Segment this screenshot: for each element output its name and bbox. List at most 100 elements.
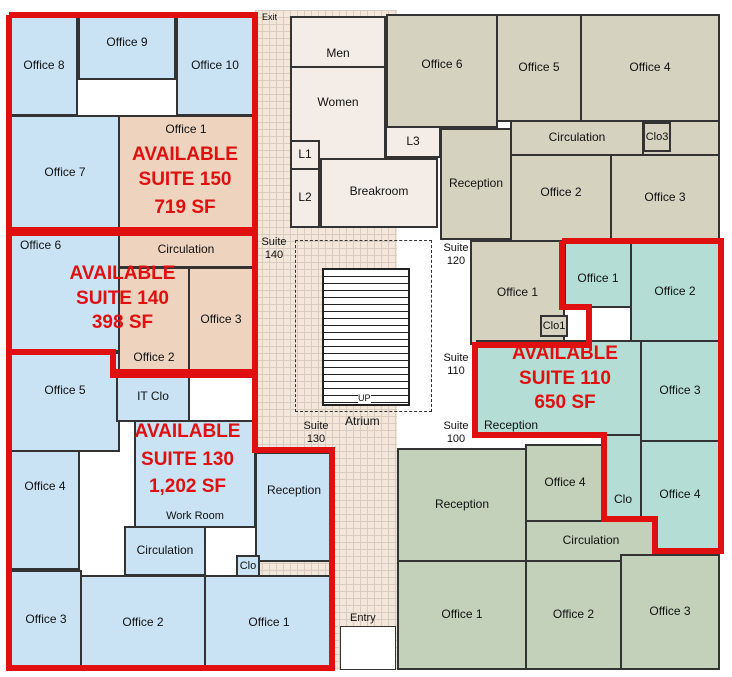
room[interactable]: Office 2 [118, 267, 190, 372]
room-label: Clo [239, 559, 257, 572]
mens-restroom[interactable]: Men [290, 16, 386, 68]
suite-130-entry-label: Suite 130 [303, 420, 329, 445]
room[interactable]: Office 3 [610, 154, 720, 242]
entry-door[interactable] [340, 626, 396, 670]
room-label: Circulation [548, 130, 606, 145]
room[interactable]: Office 3 [640, 340, 720, 442]
room-label: Office 1 [577, 271, 619, 285]
available-label: AVAILABLE [134, 421, 241, 442]
room-label: Reception [448, 176, 504, 191]
breakroom[interactable]: Breakroom [320, 158, 438, 228]
room-label: Reception [484, 417, 539, 432]
suite-110-entry-label: Suite 110 [443, 352, 469, 377]
room[interactable]: Work Room [134, 420, 256, 528]
suite-150-callout: AVAILABLE SUITE 150 719 SF [130, 143, 240, 221]
room[interactable]: Office 3 [620, 554, 720, 670]
available-label: AVAILABLE [69, 263, 176, 284]
suite-area: 1,202 SF [148, 476, 227, 498]
room-label: Office 8 [23, 58, 65, 73]
room-label: Circulation [157, 242, 215, 257]
room-label: L1 [298, 147, 312, 162]
room[interactable]: Office 4 [525, 444, 605, 522]
suite-140-callout: AVAILABLE SUITE 140 398 SF [60, 262, 185, 336]
suite-name: SUITE 150 [138, 168, 232, 190]
room-label: Women [317, 95, 359, 109]
room[interactable]: Office 4 [10, 450, 80, 570]
suite-130-outline [6, 349, 335, 671]
staircase[interactable] [322, 268, 410, 406]
room-label: Office 2 [122, 614, 164, 629]
room-label: Office 3 [200, 311, 242, 326]
room-label: Office 3 [659, 383, 701, 398]
room-label: Office 2 [654, 284, 696, 299]
room-label: Clo [613, 491, 632, 506]
room[interactable]: Clo [236, 555, 260, 577]
atrium-stair-outline [295, 240, 432, 412]
room-label: Office 1 [165, 122, 207, 136]
room-label: Office 5 [518, 60, 560, 75]
suite-140-entry-label: Suite 140 [261, 236, 287, 261]
room-label: Office 4 [24, 479, 66, 493]
room[interactable]: Office 4 [580, 14, 720, 122]
atrium-label: Atrium [345, 414, 380, 428]
room-label: Breakroom [349, 183, 409, 198]
room-label: Reception [266, 483, 322, 497]
room[interactable]: Office 1 [204, 575, 334, 670]
up-label: UP [358, 393, 371, 404]
room-label: Circulation [562, 533, 620, 548]
suite-area: 398 SF [91, 312, 154, 334]
room[interactable]: Reception [397, 448, 527, 562]
room[interactable]: Circulation [124, 526, 206, 576]
room[interactable]: Circulation [510, 120, 644, 156]
room-label: Office 6 [421, 57, 463, 71]
room[interactable]: Clo3 [643, 122, 671, 152]
room[interactable]: Office 2 [630, 242, 720, 342]
suite-area: 650 SF [534, 392, 596, 414]
room[interactable]: Office 7 [10, 115, 120, 230]
room-label: Office 5 [44, 383, 86, 397]
room-label: Office 7 [44, 164, 86, 179]
room-label: Office 3 [649, 604, 691, 619]
room-label: Office 3 [644, 190, 686, 205]
room-label: L3 [406, 134, 420, 149]
room-label: Office 3 [25, 612, 67, 627]
room[interactable]: Office 1 [397, 560, 527, 670]
room-label: Men [326, 45, 350, 60]
room-label: Office 2 [540, 185, 582, 199]
room-label: Office 4 [629, 60, 671, 75]
room-label: Office 6 [20, 238, 62, 252]
room[interactable]: Office 6 [10, 232, 120, 352]
available-label: AVAILABLE [132, 144, 238, 165]
suite-name: SUITE 110 [519, 367, 611, 389]
room-label: Office 1 [248, 614, 290, 629]
available-label: AVAILABLE [512, 343, 618, 364]
room[interactable]: Office 2 [80, 575, 206, 670]
room-label: Office 10 [191, 58, 239, 73]
exit-label: Exit [262, 12, 278, 22]
suite-area: 719 SF [154, 197, 216, 219]
room-label: Office 4 [659, 487, 701, 502]
entry-label: Entry [350, 612, 376, 624]
room[interactable]: Reception [440, 128, 512, 240]
room[interactable]: Office 9 [78, 16, 176, 80]
room-label: Clo3 [645, 130, 669, 143]
room[interactable]: Clo1 [540, 315, 568, 337]
room-label: L2 [298, 190, 312, 205]
room-label: Reception [434, 497, 490, 512]
suite-name: SUITE 130 [141, 448, 234, 470]
room-label: Work Room [166, 509, 224, 522]
suite-130-callout: AVAILABLE SUITE 130 1,202 SF [130, 420, 245, 500]
room-label: Office 9 [106, 35, 148, 49]
suite-120-entry-label: Suite 120 [443, 242, 469, 267]
suite-110-outline [472, 238, 724, 554]
room[interactable]: Office 6 [386, 14, 498, 128]
room-label: Clo1 [542, 319, 566, 332]
room-l2[interactable]: L2 [290, 168, 320, 228]
suite-name: SUITE 140 [76, 287, 169, 309]
room-label: IT Clo [137, 389, 169, 404]
room-label: Office 1 [496, 284, 539, 299]
room-label: Office 2 [552, 607, 595, 622]
room-label: Office 1 [441, 607, 483, 622]
